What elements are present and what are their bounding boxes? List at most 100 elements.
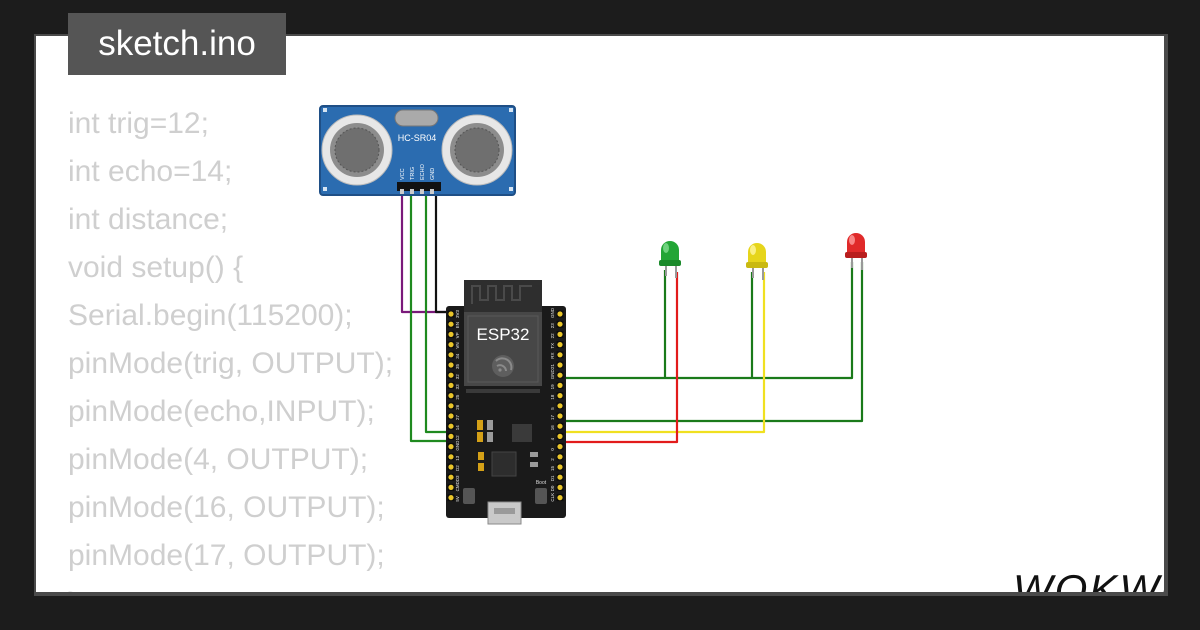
pin-label: 17	[550, 414, 555, 420]
header-pin-pad	[557, 484, 563, 490]
pin-label: VP	[455, 332, 460, 338]
pin-label: 3V3	[455, 309, 460, 318]
sensor-pin-label: VCC	[400, 168, 406, 180]
header-pin-pad	[557, 372, 563, 378]
header-pin-pad	[448, 484, 454, 490]
pin-label: 35	[455, 363, 460, 369]
pin-label: 26	[455, 404, 460, 410]
wire-red-led-green	[560, 262, 864, 423]
code-line: pinMode(trig, OUTPUT);	[68, 347, 394, 380]
code-line: void setup() {	[68, 251, 244, 284]
esp32-label: ESP32	[477, 325, 530, 344]
header-pin-pad	[448, 413, 454, 419]
boot-label: Boot	[536, 480, 547, 486]
code-line: pinMode(4, OUTPUT);	[68, 443, 369, 476]
pin-label: 34	[455, 353, 460, 359]
right-pin-header	[556, 310, 564, 502]
led-red[interactable]	[845, 233, 867, 270]
pin-label: 32	[455, 374, 460, 380]
pin-label: EN	[455, 322, 460, 328]
pin-label: CMD	[455, 480, 460, 491]
pin-label: 4	[550, 437, 555, 440]
header-pin-pad	[448, 311, 454, 317]
header-pin-pad	[448, 352, 454, 358]
code-line: pinMode(17, OUTPUT);	[68, 539, 385, 572]
code-line: int echo=14;	[68, 155, 233, 188]
header-pin-pad	[448, 444, 454, 450]
pin-label: D1	[550, 475, 555, 481]
usb-connector	[487, 501, 522, 525]
header-pin-pad	[448, 464, 454, 470]
pin-label: 21	[550, 363, 555, 369]
pin-label: 14	[455, 425, 460, 431]
ultrasonic-sensor[interactable]: HC-SR04 VCC TRIG EC	[319, 105, 516, 196]
wokwi-logo-text: WOKWi	[1013, 566, 1164, 592]
header-pin-pad	[448, 382, 454, 388]
header-pin-pad	[557, 474, 563, 480]
header-pin-pad	[448, 423, 454, 429]
header-pin-pad	[448, 342, 454, 348]
header-pin-pad	[448, 495, 454, 501]
pin-label: 22	[550, 333, 555, 339]
file-tab[interactable]: sketch.ino	[68, 13, 286, 75]
header-pin-pad	[557, 495, 563, 501]
header-pin-pad	[448, 454, 454, 460]
header-pin-pad	[448, 433, 454, 439]
pin-label: 0	[550, 448, 555, 451]
header-pin-pad	[557, 331, 563, 337]
pin-label: D0	[550, 485, 555, 491]
pin-label: 16	[550, 425, 555, 431]
wire-trig	[409, 192, 455, 443]
wire-sensor-gnd	[434, 192, 466, 314]
pin-label: TX	[550, 343, 555, 349]
pin-label: GND	[455, 440, 460, 451]
sensor-model-label: HC-SR04	[398, 133, 437, 143]
pin-label: RX	[550, 353, 555, 359]
pin-label: GND	[550, 307, 555, 318]
header-pin-pad	[448, 474, 454, 480]
esp32-board[interactable]: ESP32	[446, 280, 566, 525]
header-pin-pad	[557, 382, 563, 388]
header-pin-pad	[557, 423, 563, 429]
pin-label: 12	[455, 435, 460, 441]
header-pin-pad	[557, 362, 563, 368]
code-preview: int trig=12; int echo=14; int distance; …	[68, 100, 393, 592]
pin-label: 27	[455, 414, 460, 420]
code-line: int trig=12;	[68, 107, 209, 140]
pin-label: D2	[455, 465, 460, 471]
wire-yellow-led-signal	[560, 272, 766, 434]
code-line: int distance;	[68, 203, 229, 236]
circuit-diagram: HC-SR04 VCC TRIG EC	[319, 105, 867, 525]
sensor-pin-label: ECHO	[420, 163, 426, 180]
code-line: Serial.begin(115200);	[68, 299, 353, 332]
header-pin-pad	[557, 321, 563, 327]
pin-label: CLK	[550, 493, 555, 502]
header-pin-pad	[557, 413, 563, 419]
transducer-right	[441, 114, 513, 186]
boot-button[interactable]	[535, 488, 547, 504]
header-pin-pad	[557, 311, 563, 317]
sensor-pin-label: GND	[430, 168, 436, 180]
header-pin-pad	[448, 403, 454, 409]
en-button[interactable]	[463, 488, 475, 504]
led-yellow[interactable]	[746, 243, 768, 280]
header-pin-pad	[557, 454, 563, 460]
pin-label: 23	[550, 323, 555, 329]
header-pin-pad	[448, 393, 454, 399]
pin-label: 5V	[455, 496, 460, 502]
pin-label: 15	[550, 465, 555, 471]
led-green[interactable]	[659, 241, 681, 278]
header-pin-pad	[448, 372, 454, 378]
header-pin-pad	[557, 464, 563, 470]
transducer-left	[321, 114, 393, 186]
pin-label: 5	[550, 407, 555, 410]
pin-label: 19	[550, 384, 555, 390]
pin-label: 33	[455, 384, 460, 390]
pin-label: 13	[455, 455, 460, 461]
pin-label: 25	[455, 394, 460, 400]
pin-label: GND	[550, 368, 555, 379]
wire-echo	[424, 192, 455, 434]
header-pin-pad	[557, 403, 563, 409]
pin-label: VN	[455, 342, 460, 348]
code-line: pinMode(16, OUTPUT);	[68, 491, 385, 524]
